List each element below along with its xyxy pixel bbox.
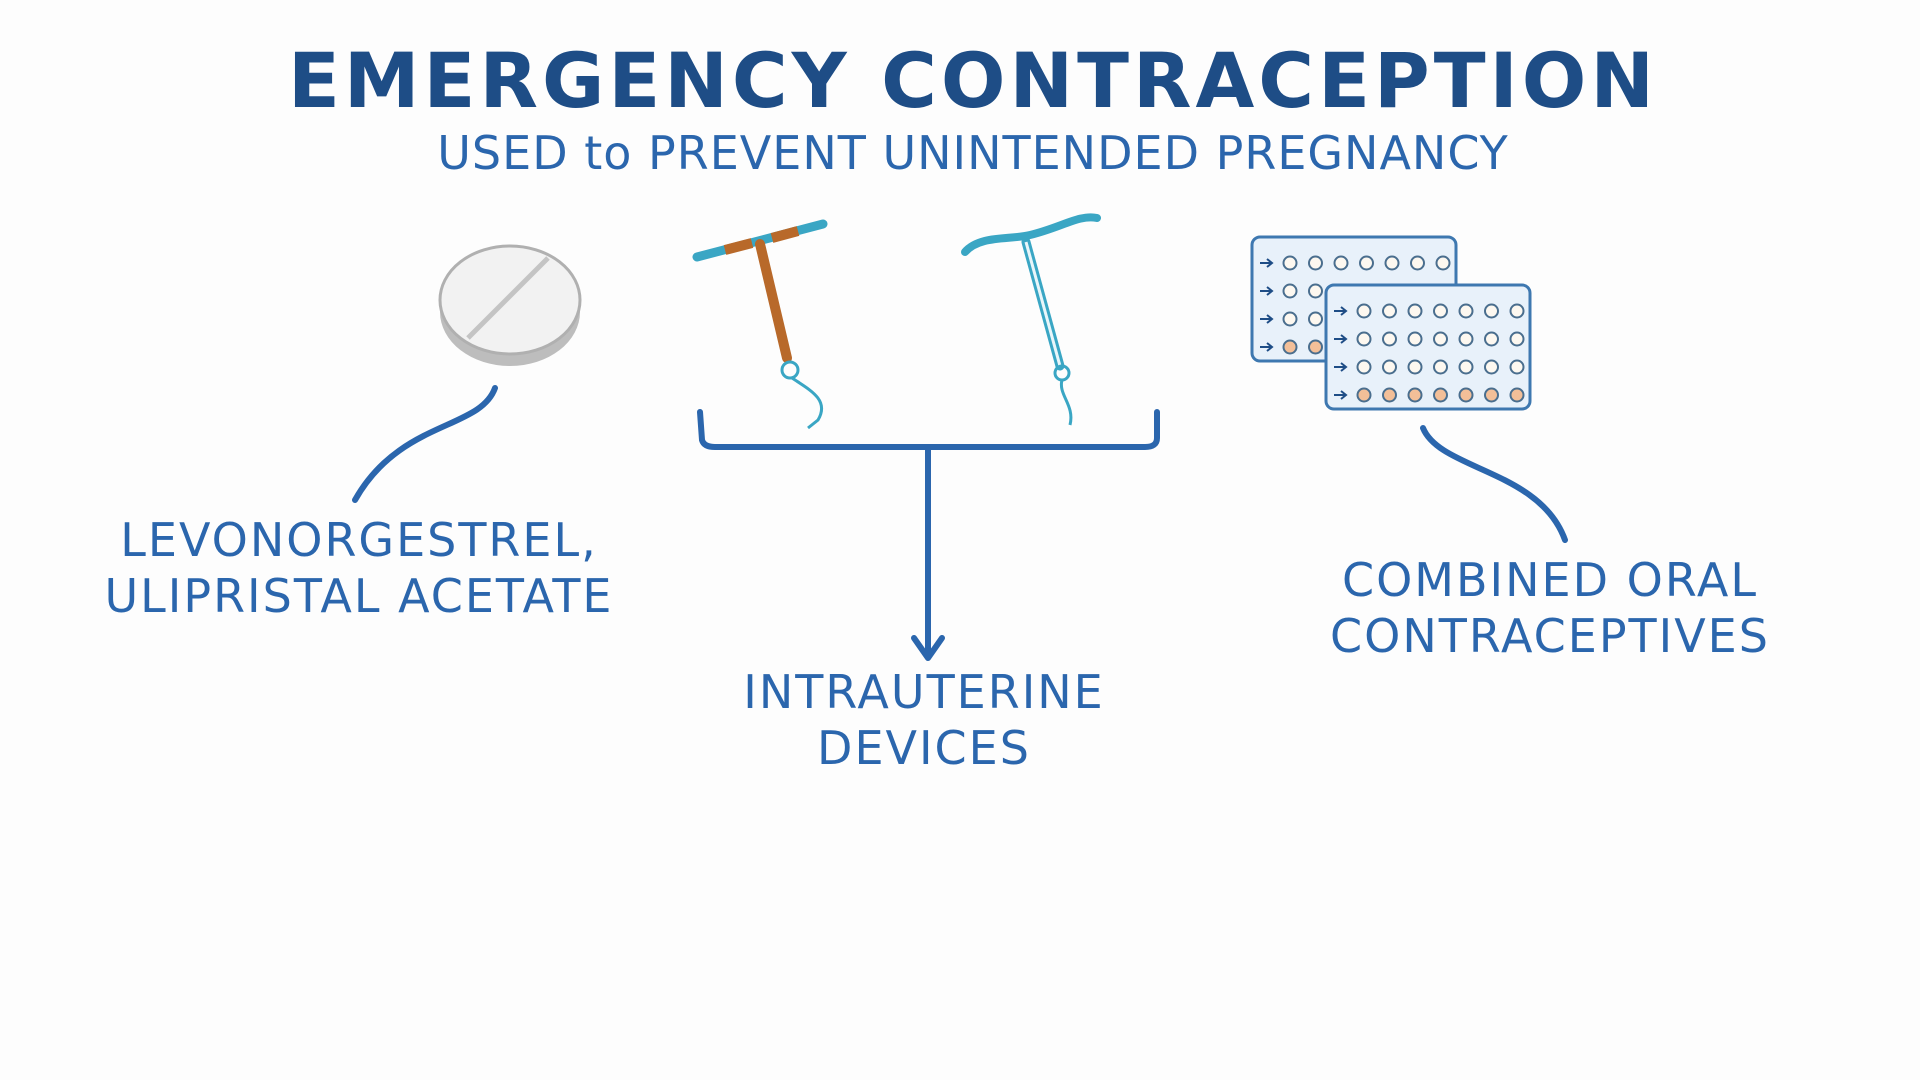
pill-slot xyxy=(1458,331,1474,347)
pill-slot xyxy=(1282,283,1298,299)
label-intrauterine-devices: INTRAUTERINE DEVICES xyxy=(743,664,1104,776)
pill-slot xyxy=(1282,311,1298,327)
row-arrow-icon xyxy=(1334,362,1348,372)
pill-slot xyxy=(1282,255,1298,271)
coc-connector-line xyxy=(1420,425,1568,543)
pill-slot xyxy=(1509,331,1525,347)
copper-iud-icon xyxy=(692,219,828,430)
pill-slot xyxy=(1356,303,1372,319)
label-line: LEVONORGESTREL, xyxy=(120,513,598,567)
pill-slot xyxy=(1308,311,1323,327)
pill-slot xyxy=(1382,359,1397,375)
row-arrow-icon xyxy=(1260,258,1274,268)
pill-slot xyxy=(1308,283,1323,299)
label-levonorgestrel-ulipristal: LEVONORGESTREL, ULIPRISTAL ACETATE xyxy=(104,512,613,624)
iud-bracket xyxy=(697,409,1160,450)
page-title: EMERGENCY CONTRACEPTION xyxy=(287,36,1659,125)
pill-slot xyxy=(1282,339,1298,355)
row-arrow-icon xyxy=(1260,342,1274,352)
pill-slot xyxy=(1382,387,1397,403)
pill-slot xyxy=(1356,387,1372,403)
row-arrow-icon xyxy=(1334,334,1348,344)
row-arrow-icon xyxy=(1334,306,1348,316)
pill-slot xyxy=(1484,303,1499,319)
pill-slot xyxy=(1407,359,1423,375)
pill-slot xyxy=(1509,359,1525,375)
pill-slot xyxy=(1382,303,1397,319)
pill-slot xyxy=(1308,339,1323,355)
pill-slot xyxy=(1308,255,1323,271)
page-subtitle: USED to PREVENT UNINTENDED PREGNANCY xyxy=(437,126,1509,180)
hormonal-iud-icon xyxy=(961,213,1101,426)
pill-slot xyxy=(1356,331,1372,347)
pill-slot xyxy=(1433,331,1448,347)
pill-slot xyxy=(1435,255,1451,271)
label-line: INTRAUTERINE xyxy=(743,665,1105,719)
pill-slot xyxy=(1333,255,1349,271)
pill-slot xyxy=(1484,359,1499,375)
pill-slot xyxy=(1458,387,1474,403)
pill-slot xyxy=(1433,303,1448,319)
pill-slot xyxy=(1458,303,1474,319)
label-line: DEVICES xyxy=(817,721,1031,775)
pill-slot xyxy=(1433,359,1448,375)
pill-slot xyxy=(1458,359,1474,375)
label-combined-oral-contraceptives: COMBINED ORAL CONTRACEPTIVES xyxy=(1330,552,1770,664)
pill-slot xyxy=(1382,331,1397,347)
pill-slot xyxy=(1356,359,1372,375)
label-line: ULIPRISTAL ACETATE xyxy=(104,569,614,623)
pill-slot xyxy=(1509,303,1525,319)
pill-slot xyxy=(1484,387,1499,403)
pill-slot xyxy=(1484,331,1499,347)
row-arrow-icon xyxy=(1334,390,1348,400)
pill-slot xyxy=(1359,255,1374,271)
arrow-head-icon xyxy=(911,635,945,661)
pill-icon xyxy=(438,244,582,366)
pill-slot xyxy=(1509,387,1525,403)
pill-slot xyxy=(1407,387,1423,403)
pill-pack-icon xyxy=(1250,235,1532,411)
pill-slot xyxy=(1407,303,1423,319)
pill-pack xyxy=(1324,283,1532,411)
pill-slot xyxy=(1433,387,1448,403)
label-line: CONTRACEPTIVES xyxy=(1330,609,1770,663)
pill-slot xyxy=(1410,255,1425,271)
pill-slot xyxy=(1384,255,1400,271)
row-arrow-icon xyxy=(1260,286,1274,296)
row-arrow-icon xyxy=(1260,314,1274,324)
label-line: COMBINED ORAL xyxy=(1341,553,1759,607)
pill-connector-line xyxy=(352,385,498,503)
pill-slot xyxy=(1407,331,1423,347)
